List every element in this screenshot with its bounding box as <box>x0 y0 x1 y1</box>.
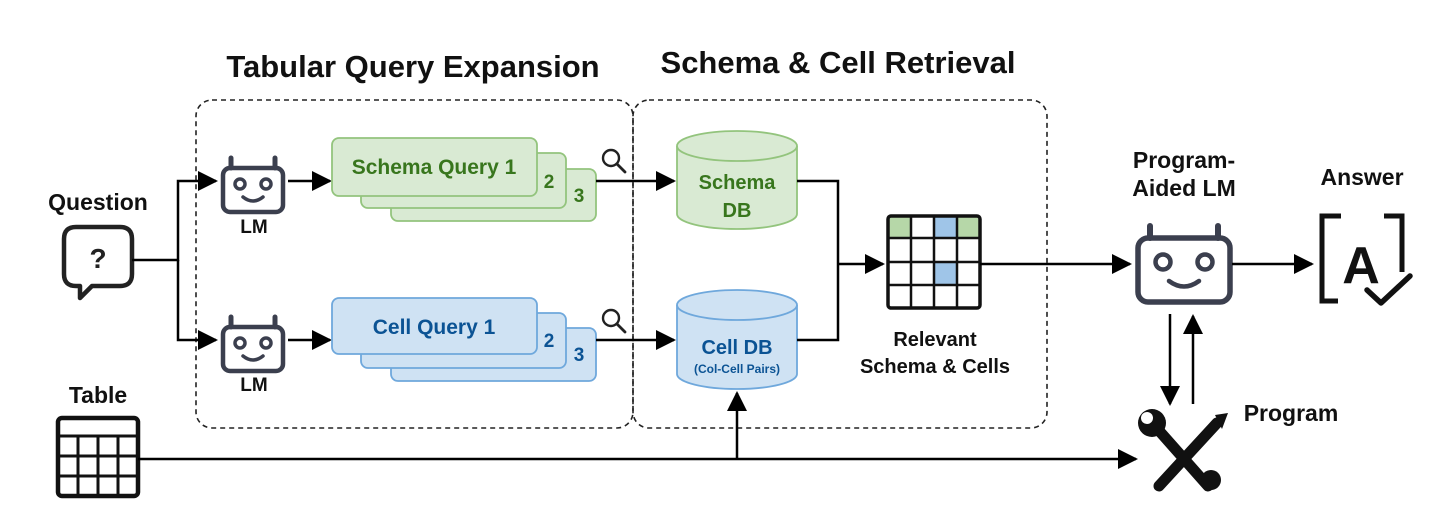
relevant-label-line2: Schema & Cells <box>860 356 1010 378</box>
question-split-line <box>132 171 218 262</box>
schema-db-label-line1: Schema <box>699 172 777 194</box>
cell-db-cylinder <box>676 289 798 390</box>
cell-query-label-1: Cell Query 1 <box>373 316 496 339</box>
answer-check-icon <box>1319 213 1413 306</box>
schema-db-to-merge-line <box>797 179 840 264</box>
question-label: Question <box>48 189 148 215</box>
expansion-title: Tabular Query Expansion <box>226 49 599 84</box>
program-lm-label-line1: Program- <box>1133 147 1235 173</box>
schema-query-card-1 <box>331 137 538 197</box>
cell-query-label-2: 2 <box>544 331 555 352</box>
schema-query-label-3: 3 <box>574 186 585 207</box>
cell-db-label-line2: (Col-Cell Pairs) <box>694 362 780 376</box>
schema-db-cylinder <box>676 130 798 230</box>
question-split-line-lower <box>176 260 218 350</box>
relevant-grid-icon <box>886 214 982 310</box>
table-label: Table <box>69 382 127 408</box>
answer-label: Answer <box>1320 164 1403 190</box>
program-lm-robot-icon <box>1135 223 1233 305</box>
question-mark: ? <box>89 243 106 274</box>
retrieval-title: Schema & Cell Retrieval <box>661 45 1016 80</box>
program-tools-icon <box>1138 409 1228 492</box>
cell-query-label-3: 3 <box>574 345 585 366</box>
question-bubble-icon: ? <box>61 224 135 301</box>
cell-db-label-line1: Cell DB <box>701 337 772 359</box>
lm-top-robot-icon <box>220 155 286 215</box>
lm-top-label: LM <box>240 217 267 238</box>
schema-db-label-line2: DB <box>723 200 752 222</box>
answer-glyph: A <box>1342 237 1380 295</box>
retrieval-box <box>632 99 1048 429</box>
cell-query-card-1 <box>331 297 538 355</box>
program-label: Program <box>1244 400 1339 426</box>
relevant-label-line1: Relevant <box>893 329 977 351</box>
search-icon-cell <box>601 308 627 334</box>
search-icon-schema <box>601 148 627 174</box>
lm-bottom-robot-icon <box>220 314 286 374</box>
schema-query-label-1: Schema Query 1 <box>352 156 517 179</box>
table-grid-icon <box>55 415 141 499</box>
cell-db-to-merge-line <box>797 264 840 342</box>
schema-query-label-2: 2 <box>544 172 555 193</box>
program-lm-label-line2: Aided LM <box>1132 175 1236 201</box>
lm-bottom-label: LM <box>240 375 267 396</box>
